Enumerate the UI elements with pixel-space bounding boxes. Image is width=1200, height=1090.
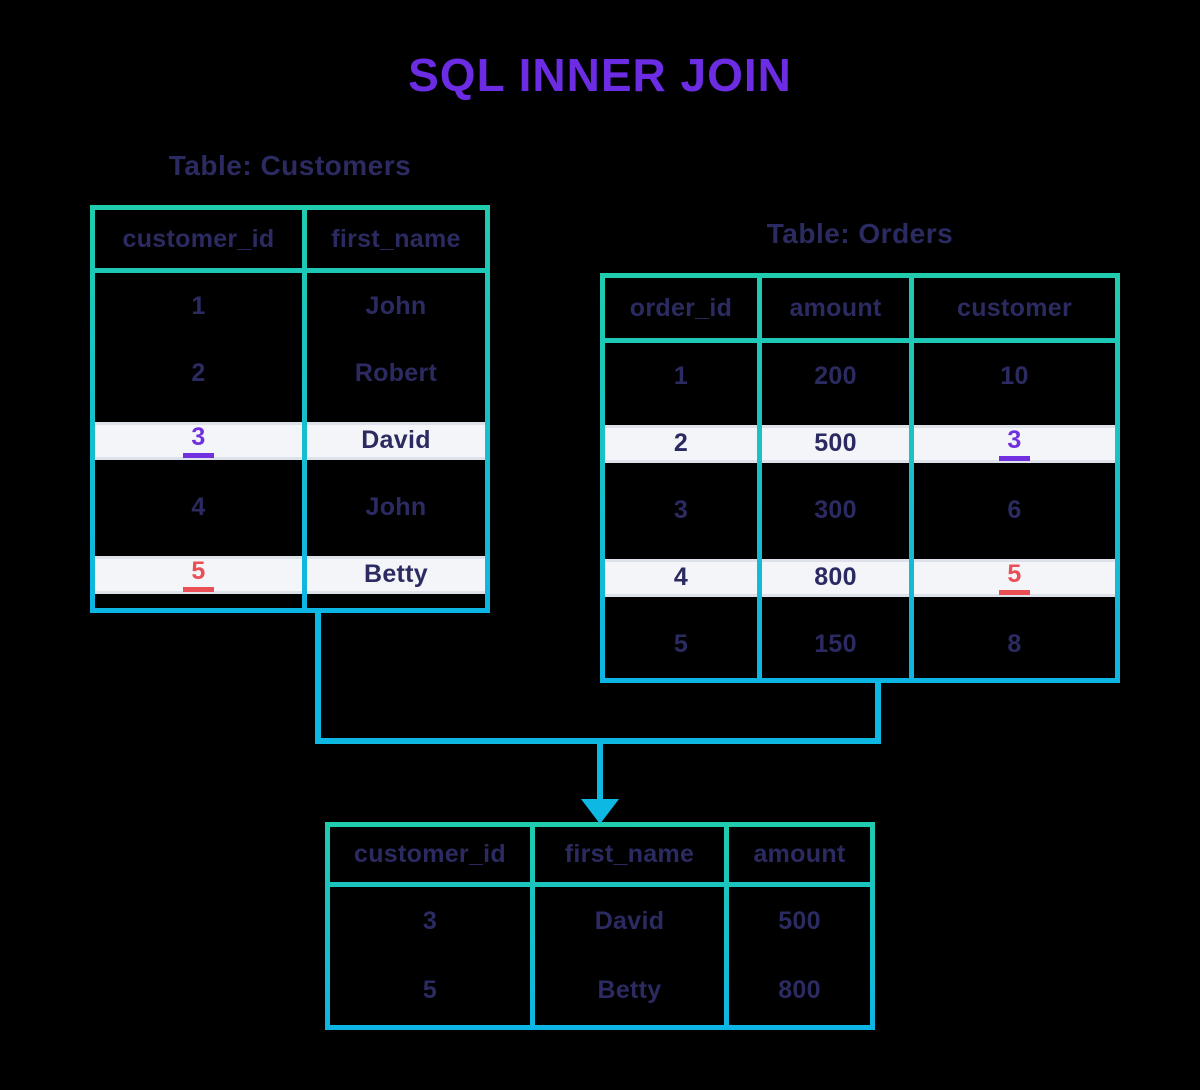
- cell-value: Betty: [363, 560, 428, 588]
- table-cell: 10: [914, 343, 1115, 410]
- column-header: amount: [729, 827, 870, 882]
- orders-table-caption: Table: Orders: [766, 218, 954, 249]
- connector-line-customers: [315, 611, 321, 742]
- page-title: SQL INNER JOIN: [408, 49, 792, 101]
- cell-value: 4: [673, 563, 689, 591]
- table-cell: David: [307, 407, 485, 474]
- highlight-band: 4: [605, 558, 757, 597]
- table-cell: Robert: [307, 340, 485, 407]
- cell-value: 800: [814, 563, 857, 591]
- column-header: amount: [762, 278, 909, 338]
- column-header: customer_id: [95, 210, 302, 268]
- table-cell: 800: [729, 956, 870, 1025]
- table-cell: Betty: [307, 541, 485, 608]
- cell-value: John: [365, 292, 427, 320]
- highlight-band: Betty: [307, 555, 485, 594]
- table-cell: 1: [605, 343, 757, 410]
- cell-value: David: [594, 907, 665, 935]
- table-cell: John: [307, 474, 485, 541]
- connector-line-orders: [875, 681, 881, 741]
- cell-value: 4: [191, 493, 206, 521]
- customers-table-caption: Table: Customers: [168, 150, 412, 181]
- table-cell: 500: [729, 887, 870, 956]
- table-cell: 8: [914, 611, 1115, 678]
- highlight-band: 3: [914, 424, 1115, 463]
- cell-value: 500: [814, 429, 857, 457]
- table-cell: 2: [95, 340, 302, 407]
- cell-value: David: [361, 426, 431, 454]
- cell-value: 800: [778, 976, 821, 1004]
- cell-value: 5: [422, 976, 438, 1004]
- highlight-band: 5: [95, 555, 302, 594]
- table-cell: 1: [95, 273, 302, 340]
- highlight-band: David: [307, 421, 485, 460]
- column-header: order_id: [605, 278, 757, 338]
- column-header: customer: [914, 278, 1115, 338]
- cell-value: 300: [814, 496, 857, 524]
- cell-value: 200: [814, 362, 857, 390]
- join-key-value: 5: [999, 560, 1030, 595]
- table-cell: 3: [95, 407, 302, 474]
- column-header: first_name: [307, 210, 485, 268]
- cell-value: 3: [422, 907, 438, 935]
- table-cell: 200: [762, 343, 909, 410]
- table-cell: 300: [762, 477, 909, 544]
- cell-value: Betty: [597, 976, 662, 1004]
- join-key-value: 3: [999, 426, 1030, 461]
- table-cell: 5: [914, 544, 1115, 611]
- table-cell: 5: [605, 611, 757, 678]
- cell-value: 150: [814, 630, 857, 658]
- highlight-band: 5: [914, 558, 1115, 597]
- cell-value: 10: [1000, 362, 1029, 390]
- table-cell: Betty: [535, 956, 724, 1025]
- table-cell: 3: [914, 410, 1115, 477]
- table-cell: 4: [95, 474, 302, 541]
- table-cell: 800: [762, 544, 909, 611]
- column-header: first_name: [535, 827, 724, 882]
- table-cell: 2: [605, 410, 757, 477]
- cell-value: 2: [191, 359, 206, 387]
- highlight-band: 2: [605, 424, 757, 463]
- cell-value: John: [365, 493, 427, 521]
- highlight-band: 500: [762, 424, 909, 463]
- cell-value: Robert: [354, 359, 438, 387]
- join-key-value: 5: [183, 557, 214, 592]
- table-cell: David: [535, 887, 724, 956]
- cell-value: 1: [191, 292, 206, 320]
- table-cell: 4: [605, 544, 757, 611]
- column-header: customer_id: [330, 827, 530, 882]
- table-cell: 3: [330, 887, 530, 956]
- table-cell: 500: [762, 410, 909, 477]
- highlight-band: 800: [762, 558, 909, 597]
- table-cell: John: [307, 273, 485, 340]
- cell-value: 2: [673, 429, 689, 457]
- arrow-down-icon: [581, 799, 619, 824]
- cell-value: 1: [673, 362, 689, 390]
- connector-line-arrow-stem: [597, 744, 603, 801]
- cell-value: 3: [673, 496, 689, 524]
- table-cell: 6: [914, 477, 1115, 544]
- table-cell: 150: [762, 611, 909, 678]
- cell-value: 5: [673, 630, 689, 658]
- cell-value: 6: [1007, 496, 1022, 524]
- connector-line-horizontal: [315, 738, 881, 744]
- join-key-value: 3: [183, 423, 214, 458]
- cell-value: 500: [778, 907, 821, 935]
- table-cell: 5: [330, 956, 530, 1025]
- highlight-band: 3: [95, 421, 302, 460]
- table-cell: 3: [605, 477, 757, 544]
- cell-value: 8: [1007, 630, 1022, 658]
- table-cell: 5: [95, 541, 302, 608]
